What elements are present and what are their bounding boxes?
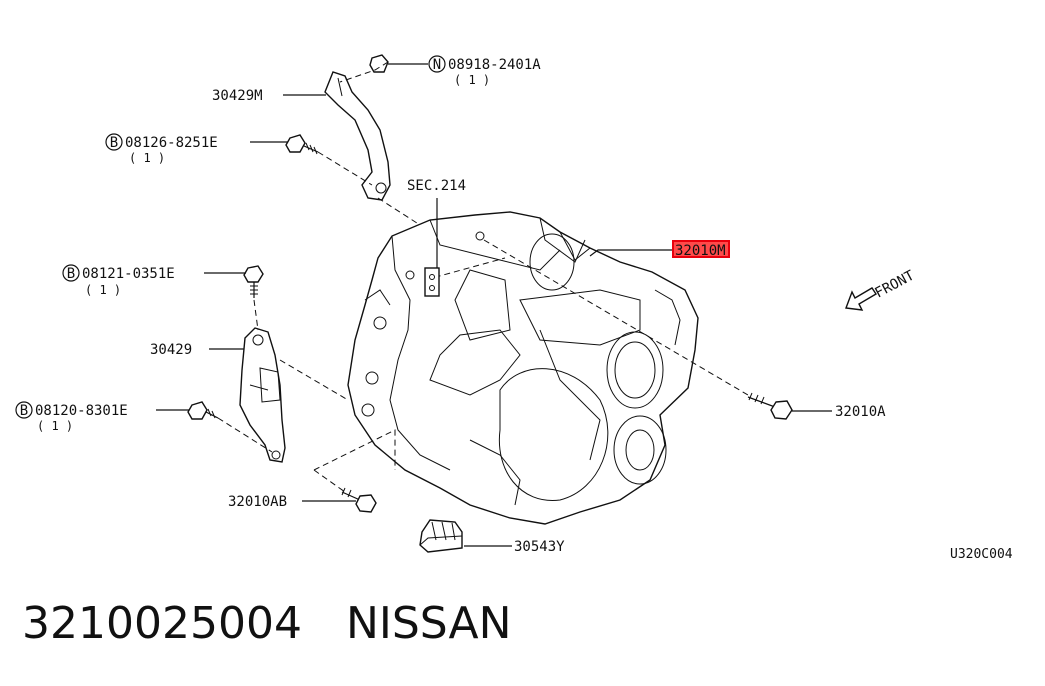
leader-line [589, 249, 672, 257]
assembly-line [253, 299, 259, 331]
label-30429m[interactable]: 30429M [212, 88, 263, 104]
assembly-line [313, 469, 346, 493]
callout-symbol: N [433, 57, 441, 73]
footer-caption: 3210025004 NISSAN [22, 598, 512, 649]
label-32010ab[interactable]: 32010AB [228, 494, 287, 510]
front-arrow-icon [845, 287, 877, 311]
diagram-code: U320C004 [950, 547, 1013, 562]
assembly-line [317, 151, 373, 186]
callout-b-08120[interactable]: B 08120-8301E ( 1 ) [15, 401, 128, 433]
quantity-label: ( 1 ) [85, 283, 121, 297]
bracket-30429m[interactable] [324, 71, 391, 201]
front-label: FRONT [872, 267, 917, 301]
bolt-32010ab[interactable] [341, 487, 377, 513]
front-direction-indicator: FRONT [845, 267, 918, 311]
label-30543y[interactable]: 30543Y [514, 539, 565, 555]
label-sec-214[interactable]: SEC.214 [407, 178, 466, 194]
bolt-32010a[interactable] [747, 392, 793, 420]
part-number-label: 08121-0351E [82, 266, 175, 282]
footer-part-number: 3210025004 [22, 598, 302, 649]
callout-symbol: B [20, 403, 28, 419]
highlight-box [673, 241, 729, 257]
label-30429[interactable]: 30429 [150, 342, 192, 358]
part-number-label: 08126-8251E [125, 135, 218, 151]
bolt-08120[interactable] [187, 401, 219, 420]
bracket-30429[interactable] [239, 327, 286, 463]
footer-brand: NISSAN [345, 598, 512, 649]
part-number-label: 08918-2401A [448, 57, 541, 73]
transmission-case[interactable] [347, 211, 699, 525]
bolt-08126[interactable] [285, 134, 319, 155]
label-32010m: 32010M [675, 243, 726, 259]
label-32010a[interactable]: 32010A [835, 404, 886, 420]
label-32010m-highlighted[interactable]: 32010M [672, 240, 730, 259]
part-number-label: 08120-8301E [35, 403, 128, 419]
callout-b-08121[interactable]: B 08121-0351E ( 1 ) [62, 264, 175, 297]
quantity-label: ( 1 ) [129, 151, 165, 165]
assembly-line [279, 359, 349, 401]
assembly-line [217, 417, 273, 453]
bolt-08121[interactable] [243, 265, 264, 298]
callout-symbol: B [110, 135, 118, 151]
assembly-line [339, 61, 389, 83]
assembly-line [377, 197, 421, 226]
callout-symbol: B [67, 266, 75, 282]
section-marker [424, 198, 440, 297]
clip-30543y[interactable] [419, 519, 463, 553]
parts-diagram: N 08918-2401A ( 1 ) B 08126-8251E ( 1 ) … [15, 54, 1013, 562]
callout-n-08918[interactable]: N 08918-2401A ( 1 ) [428, 55, 541, 87]
assembly-line [313, 429, 396, 471]
assembly-line [483, 239, 749, 396]
quantity-label: ( 1 ) [37, 419, 73, 433]
callout-b-08126[interactable]: B 08126-8251E ( 1 ) [105, 133, 218, 165]
highlight-outline [672, 240, 730, 258]
quantity-label: ( 1 ) [454, 73, 490, 87]
nut-08918[interactable] [369, 54, 389, 73]
